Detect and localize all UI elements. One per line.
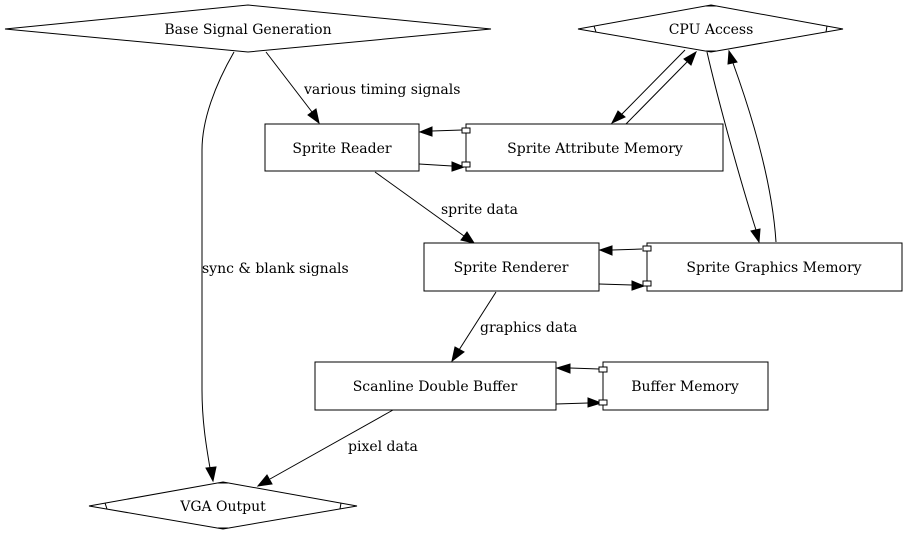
node-label: Sprite Reader [292, 141, 392, 157]
edge-label-sync: sync & blank signals [202, 261, 349, 277]
arrowhead [451, 346, 465, 363]
edge-attrmem-to-cpu [625, 50, 697, 125]
port [461, 161, 471, 168]
edge-renderer-to-scanline [451, 291, 497, 363]
node-label: Sprite Graphics Memory [686, 260, 861, 276]
port [461, 127, 471, 134]
node-sprite-renderer[interactable]: Sprite Renderer [423, 242, 600, 292]
node-label: CPU Access [669, 22, 754, 38]
node-label: Sprite Attribute Memory [507, 141, 683, 157]
arrowhead [631, 280, 646, 291]
arrowhead [555, 363, 571, 374]
node-label: Buffer Memory [631, 379, 739, 395]
arrowhead [598, 245, 613, 256]
node-vga-output[interactable]: VGA Output [88, 481, 358, 530]
port [642, 245, 652, 252]
edge-label-timing: various timing signals [303, 82, 460, 98]
arrowhead [205, 466, 217, 483]
arrowhead [727, 49, 738, 65]
node-sprite-graphics-memory[interactable]: Sprite Graphics Memory [646, 242, 903, 292]
node-sprite-attribute-memory[interactable]: Sprite Attribute Memory [465, 123, 724, 172]
node-scanline-double-buffer[interactable]: Scanline Double Buffer [314, 361, 557, 411]
node-buffer-memory[interactable]: Buffer Memory [602, 361, 769, 411]
edge-label-pixel-data: pixel data [348, 439, 418, 455]
edge-base-to-sprite-reader [265, 51, 320, 125]
arrowhead [750, 228, 761, 244]
arrowhead [460, 231, 476, 244]
arrowhead [256, 474, 273, 487]
node-label: Scanline Double Buffer [353, 379, 518, 395]
arrowhead [683, 50, 697, 66]
edge-base-to-vga [201, 51, 235, 483]
node-label: VGA Output [179, 499, 266, 515]
node-sprite-reader[interactable]: Sprite Reader [264, 123, 420, 172]
arrowhead [451, 161, 466, 172]
node-label: Base Signal Generation [164, 22, 331, 38]
node-base-signal-generation[interactable]: Base Signal Generation [4, 4, 492, 53]
arrowhead [307, 108, 320, 125]
edge-scanline-to-vga [256, 409, 394, 487]
port [642, 280, 652, 287]
arrowhead [587, 397, 603, 408]
arrowhead [610, 110, 626, 125]
port [598, 399, 608, 406]
node-label: Sprite Renderer [454, 260, 569, 276]
arrowhead [418, 126, 433, 137]
edge-gfxmem-to-cpu [727, 49, 777, 243]
edge-cpu-to-gfxmem [706, 51, 761, 244]
edge-label-sprite-data: sprite data [441, 202, 518, 218]
node-cpu-access[interactable]: CPU Access [577, 4, 844, 53]
edge-label-graphics-data: graphics data [480, 320, 577, 336]
port [598, 366, 608, 373]
edge-cpu-to-attrmem [610, 49, 686, 125]
corner-mark [104, 482, 342, 529]
corner-mark [593, 5, 828, 52]
edge-reader-to-renderer [374, 171, 476, 244]
